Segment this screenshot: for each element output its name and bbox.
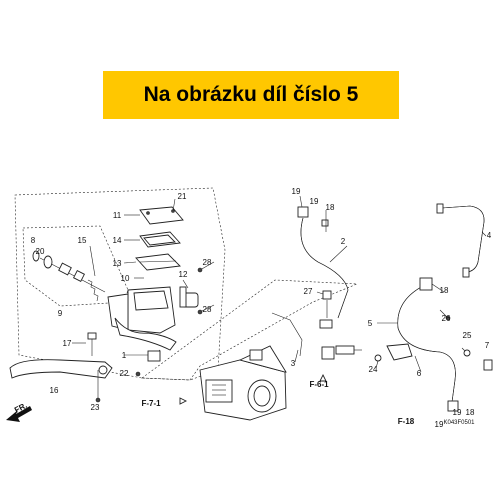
reference-arrow-icon xyxy=(179,373,327,405)
part-number-p15: 15 xyxy=(78,236,87,245)
part-number-p18c: 18 xyxy=(466,408,475,417)
part-number-p25: 25 xyxy=(463,331,472,340)
part-number-p17: 17 xyxy=(63,339,72,348)
part-number-p12: 12 xyxy=(179,270,188,279)
part-number-p7: 7 xyxy=(485,341,490,350)
reference-label-f71: F-7-1 xyxy=(141,399,161,408)
mounting-bolts xyxy=(135,261,215,377)
brake-hose-5 xyxy=(374,277,493,412)
joint-f61 xyxy=(321,345,362,360)
part-number-p13: 13 xyxy=(113,259,122,268)
abs-modulator xyxy=(199,345,287,421)
master-cylinder-body xyxy=(107,286,199,351)
diagram-code: K043F0501 xyxy=(443,420,475,426)
part-number-p8: 8 xyxy=(31,236,36,245)
part-number-p22: 22 xyxy=(120,369,129,378)
part-number-p21: 21 xyxy=(178,192,187,201)
part-number-p20: 20 xyxy=(36,247,45,256)
reference-label-f18: F-18 xyxy=(398,417,415,426)
part-number-p5: 5 xyxy=(368,319,373,328)
part-number-p6: 6 xyxy=(417,369,422,378)
part-number-p3: 3 xyxy=(291,359,296,368)
pivot-bolt xyxy=(87,332,97,356)
brake-lever xyxy=(9,359,113,403)
part-number-p11: 11 xyxy=(113,211,122,220)
part-number-p19a: 19 xyxy=(292,187,301,196)
brake-hose-2 xyxy=(297,206,349,319)
part-number-p2: 2 xyxy=(341,237,346,246)
leader-lines xyxy=(72,195,487,373)
part-number-p18a: 18 xyxy=(326,203,335,212)
part-number-p23: 23 xyxy=(91,403,100,412)
part-number-p19b: 19 xyxy=(310,197,319,206)
part-number-p1: 1 xyxy=(122,351,127,360)
part-number-p16: 16 xyxy=(50,386,59,395)
part-number-p27: 27 xyxy=(304,287,313,296)
brake-pipe-4 xyxy=(436,203,485,278)
front-arrow-icon xyxy=(6,406,32,422)
reservoir-plate xyxy=(139,231,181,248)
part-number-p26: 26 xyxy=(442,314,451,323)
part-number-p4: 4 xyxy=(487,231,492,240)
part-number-p19d: 19 xyxy=(435,420,444,429)
part-number-p24: 24 xyxy=(369,365,378,374)
title-banner: Na obrázku díl číslo 5 xyxy=(103,71,399,119)
part-number-p19c: 19 xyxy=(453,408,462,417)
part-number-p14: 14 xyxy=(113,236,122,245)
reservoir-cap xyxy=(139,198,184,225)
part-number-p18b: 18 xyxy=(440,286,449,295)
brake-pipe-3 xyxy=(271,290,333,357)
part-number-p28b: 28 xyxy=(203,305,212,314)
assembly-frame-right xyxy=(141,279,358,381)
part-number-p9: 9 xyxy=(58,309,63,318)
part-labels: 21 11 14 15 820 13 10 12 28 28 9 17 1 22 16 23 19 19 18 2 27… xyxy=(31,187,492,429)
piston-kit xyxy=(32,250,106,302)
reference-label-f61: F-6-1 xyxy=(309,380,329,389)
part-number-p10: 10 xyxy=(121,274,130,283)
part-number-p28a: 28 xyxy=(203,258,212,267)
reservoir-diaphragm xyxy=(135,253,181,271)
banner-text: Na obrázku díl číslo 5 xyxy=(143,83,359,106)
